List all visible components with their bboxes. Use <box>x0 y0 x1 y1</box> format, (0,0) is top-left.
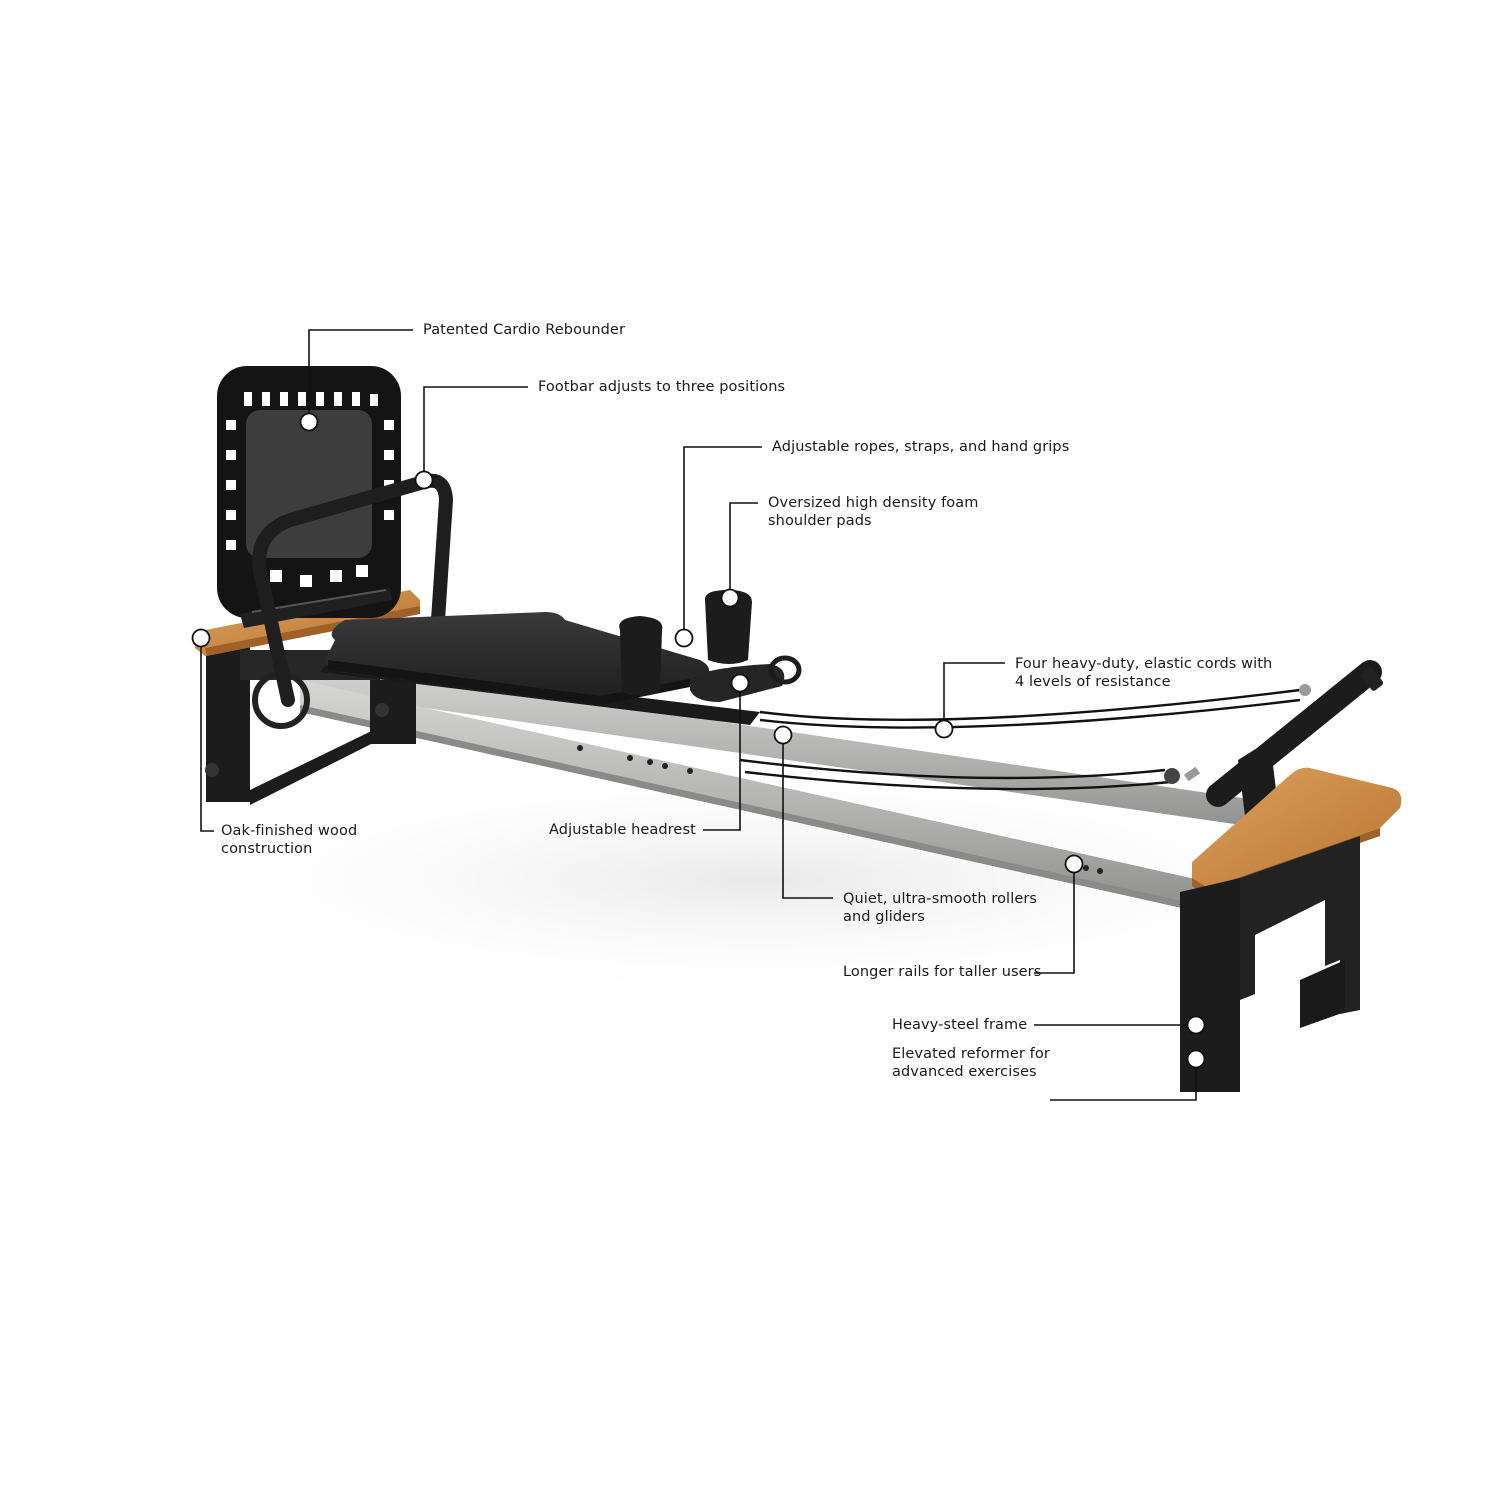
callout-marker-icon <box>674 628 694 648</box>
callout-label-rollers: Quiet, ultra-smooth rollers and gliders <box>843 891 1038 925</box>
callout-rollers <box>773 725 833 899</box>
callout-marker-icon <box>730 673 750 693</box>
rail-holes <box>577 745 1103 874</box>
callout-elevated <box>1050 1049 1206 1101</box>
callout-footbar <box>414 386 528 490</box>
leader-line <box>943 662 1005 729</box>
leader-line <box>200 638 214 832</box>
callout-marker-icon <box>191 628 211 648</box>
callout-label-elevated: Elevated reformer for advanced exercises <box>892 1046 1050 1080</box>
callout-label-wood: Oak-finished wood construction <box>221 823 358 857</box>
callout-rails <box>1034 854 1084 974</box>
leader-line <box>782 735 833 899</box>
carriage <box>320 590 802 725</box>
leader-line <box>308 329 413 422</box>
callout-marker-icon <box>1186 1049 1206 1069</box>
callout-marker-icon <box>299 412 319 432</box>
floor-shadow <box>140 760 1380 1000</box>
callout-label-steel-frame: Heavy-steel frame <box>892 1017 1028 1033</box>
callout-marker-icon <box>773 725 793 745</box>
callout-marker-icon <box>1186 1015 1206 1035</box>
leader-line <box>683 446 762 638</box>
callout-wood <box>191 628 214 832</box>
leader-line <box>423 386 528 480</box>
callout-marker-icon <box>720 588 740 608</box>
leader-line <box>703 683 741 831</box>
callout-label-rebounder: Patented Cardio Rebounder <box>423 322 626 338</box>
near-rail <box>300 680 1200 912</box>
foot-end-leg <box>1180 836 1360 1092</box>
callout-ropes <box>674 446 762 648</box>
callout-marker-icon <box>414 470 434 490</box>
leader-line <box>1050 1059 1197 1101</box>
callout-shoulder-pads <box>720 502 758 608</box>
callout-rebounder <box>299 329 413 432</box>
callout-label-headrest: Adjustable headrest <box>549 822 696 838</box>
leader-line <box>1034 864 1075 974</box>
callout-label-shoulder-pads: Oversized high density foam shoulder pad… <box>768 495 979 529</box>
callout-marker-icon <box>1064 854 1084 874</box>
callout-label-footbar: Footbar adjusts to three positions <box>538 379 786 395</box>
callout-label-rails: Longer rails for taller users <box>843 964 1042 980</box>
footbar <box>252 473 454 707</box>
callout-label-cords: Four heavy-duty, elastic cords with 4 le… <box>1015 656 1273 690</box>
leader-line <box>729 502 758 598</box>
callout-headrest <box>703 673 750 831</box>
callout-marker-icon <box>934 719 954 739</box>
elastic-cords <box>739 688 1301 791</box>
callout-steel-frame <box>1034 1015 1206 1035</box>
callout-label-ropes: Adjustable ropes, straps, and hand grips <box>772 439 1070 455</box>
callout-cords <box>934 662 1005 739</box>
